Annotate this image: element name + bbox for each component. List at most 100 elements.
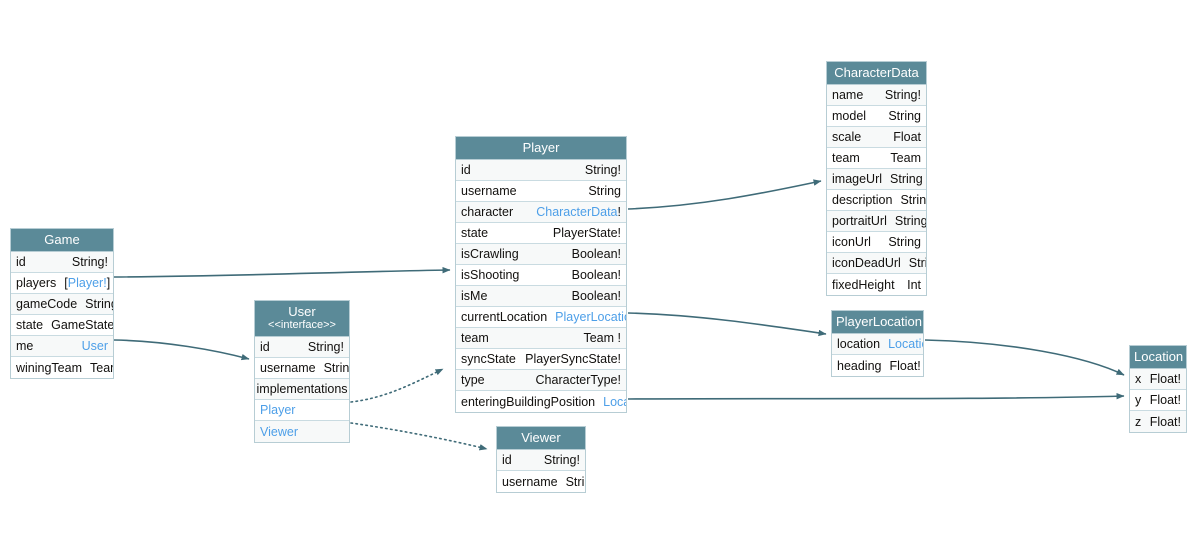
field-name: username	[461, 184, 517, 198]
entity-title: PlayerLocation	[836, 314, 922, 329]
field-type: String!	[71, 255, 108, 269]
edge-player-enteringbuildingposition-location	[627, 393, 1125, 400]
field-row[interactable]: players[Player!]	[11, 273, 113, 294]
field-name: players	[16, 276, 57, 290]
field-name: username	[502, 474, 558, 489]
field-name: Player	[260, 403, 296, 417]
field-type: String	[900, 193, 926, 207]
field-row[interactable]: Player	[255, 400, 349, 421]
field-name: portraitUrl	[832, 214, 887, 228]
field-type: Location	[595, 392, 626, 412]
entity-header-viewer: Viewer	[497, 427, 585, 450]
field-row[interactable]: imageUrl String	[827, 169, 926, 190]
field-row[interactable]: enteringBuildingPositionLocation	[456, 391, 626, 412]
entity-header-characterdata: CharacterData	[827, 62, 926, 85]
entity-user[interactable]: User<<interface>>idString!usernameString…	[254, 300, 350, 443]
field-type-reference[interactable]: User	[81, 339, 108, 353]
field-name: y	[1135, 393, 1142, 407]
field-row[interactable]: implementations	[255, 379, 349, 400]
field-type-reference[interactable]: CharacterData	[536, 205, 618, 219]
field-type: PlayerSyncState!	[525, 352, 621, 366]
field-type: Location!	[880, 334, 923, 354]
field-name: imageUrl	[832, 172, 883, 186]
field-row[interactable]: winingTeamTeam	[11, 357, 113, 378]
field-name: iconDeadUrl	[832, 256, 901, 270]
entity-playerlocation[interactable]: PlayerLocation locationLocation! heading Fl…	[831, 310, 924, 377]
field-row[interactable]: currentLocationPlayerLocation!	[456, 307, 626, 328]
field-type: String	[323, 361, 349, 375]
field-type: String	[894, 214, 926, 228]
field-name: isCrawling	[461, 247, 519, 261]
field-row[interactable]: Viewer	[255, 421, 349, 442]
field-type-suffix: !	[617, 205, 621, 219]
entity-header-player: Player	[456, 137, 626, 160]
field-name: character	[461, 205, 514, 219]
entity-title: Player	[522, 140, 560, 155]
field-type-reference[interactable]: Player!	[67, 276, 107, 290]
edge-game-me-user	[113, 339, 250, 361]
field-row[interactable]: heading Float!	[832, 355, 923, 376]
edge-player-currentlocation-playerlocation	[627, 312, 827, 337]
field-type: Float!	[889, 358, 921, 373]
field-type-reference[interactable]: Location	[603, 394, 626, 409]
field-row[interactable]: syncState PlayerSyncState!	[456, 349, 626, 370]
field-name: Viewer	[260, 424, 298, 439]
field-type: String	[890, 172, 923, 186]
field-name: team	[832, 151, 860, 165]
field-type: String!	[85, 297, 113, 311]
field-name: description	[832, 193, 893, 207]
entity-title: CharacterData	[834, 65, 919, 80]
field-row[interactable]: portraitUrl String	[827, 211, 926, 232]
field-type: CharacterData!	[528, 202, 621, 222]
field-row[interactable]: team Team	[827, 148, 926, 169]
field-type: [Player!]	[56, 273, 110, 293]
field-type: CharacterType!	[535, 373, 621, 387]
field-type: User	[74, 336, 108, 356]
field-row[interactable]: character CharacterData!	[456, 202, 626, 223]
field-type-reference[interactable]: Location!	[888, 337, 923, 351]
field-row[interactable]: locationLocation!	[832, 334, 923, 355]
field-name: currentLocation	[461, 310, 548, 324]
field-type-reference[interactable]: PlayerLocation	[555, 310, 626, 324]
field-row[interactable]: iconDeadUrlString	[827, 253, 926, 274]
entity-header-location: Location	[1130, 346, 1186, 369]
field-row[interactable]: gameCodeString!	[11, 294, 113, 315]
field-name: syncState	[461, 352, 516, 366]
field-type: Team	[890, 151, 921, 165]
field-name: heading	[837, 358, 882, 373]
field-name: state	[16, 318, 44, 332]
field-row[interactable]: description String	[827, 190, 926, 211]
field-type: Float!	[1149, 414, 1181, 429]
field-name: iconUrl	[832, 235, 871, 249]
field-name: winingTeam	[16, 360, 83, 375]
field-type: String	[888, 109, 921, 123]
